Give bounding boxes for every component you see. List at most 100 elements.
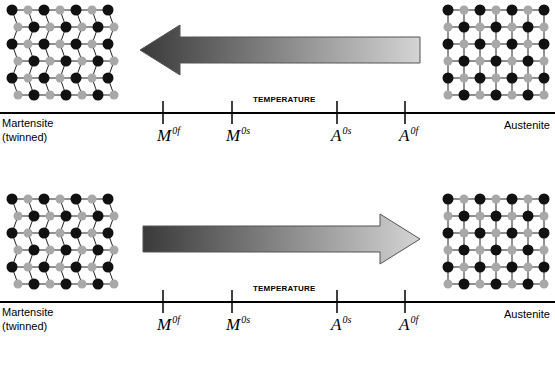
symbol-letter: A [399,126,409,145]
symbol-superscript: 0f [410,314,418,325]
atom-dark [39,73,50,84]
temperature-symbol: A0s [331,127,351,144]
atom-light [110,57,119,66]
atom-dark [93,90,104,101]
atom-light [88,263,97,272]
atom-dark [475,39,486,50]
atom-dark [539,262,550,273]
atom-dark [93,22,104,33]
atom-dark [459,211,470,222]
atom-light [524,6,533,15]
atom-light [508,57,517,66]
atom-light [524,195,533,204]
lattice-bond [12,10,114,95]
symbol-letter: M [226,126,240,145]
atom-light [88,74,97,83]
atom-dark [7,228,18,239]
atom-dark [39,262,50,273]
atom-dark [539,228,550,239]
atom-dark [507,73,518,84]
symbol-superscript: 0f [410,125,418,136]
atom-light [540,57,549,66]
symbol-letter: A [331,126,341,145]
atom-light [56,74,65,83]
atom-light [476,212,485,221]
atom-light [78,280,87,289]
symbol-superscript: 0s [241,125,250,136]
atom-dark [29,22,40,33]
transformation-arrow [143,214,420,264]
atom-light [460,229,469,238]
atom-light [110,91,119,100]
atom-dark [61,245,72,256]
atom-dark [507,39,518,50]
phase-label: Austenite [504,308,550,322]
atom-light [524,229,533,238]
atom-light [46,246,55,255]
atom-dark [507,5,518,16]
temperature-symbol: A0f [399,127,418,144]
atom-dark [7,5,18,16]
atom-light [524,263,533,272]
atom-light [56,229,65,238]
atom-light [14,91,23,100]
atom-dark [507,228,518,239]
atom-light [24,6,33,15]
atom-dark [71,73,82,84]
atom-light [508,23,517,32]
atom-light [540,280,549,289]
atom-dark [491,279,502,290]
atom-light [88,229,97,238]
atom-light [460,195,469,204]
atom-dark [459,56,470,67]
temperature-symbol: M0f [157,127,180,144]
phase-label: Austenite [504,119,550,133]
atom-light [460,6,469,15]
atom-light [444,23,453,32]
axis-tick [404,101,406,124]
temperature-symbol: M0s [226,316,250,333]
phase-label: Martensite (twinned) [2,306,72,334]
atom-dark [103,5,114,16]
atom-dark [539,39,550,50]
transformation-arrow [140,25,420,75]
atom-dark [103,73,114,84]
atom-dark [459,279,470,290]
atom-light [492,40,501,49]
symbol-letter: A [399,315,409,334]
axis-title: TEMPERATURE [253,96,316,104]
atom-dark [93,279,104,290]
atom-dark [443,73,454,84]
atom-light [24,40,33,49]
atom-dark [475,5,486,16]
atom-dark [61,22,72,33]
atom-dark [443,262,454,273]
atom-dark [443,228,454,239]
lattice-bond [448,199,544,284]
atom-light [46,280,55,289]
atom-dark [443,194,454,205]
atom-dark [71,262,82,273]
atom-dark [29,56,40,67]
atom-light [56,263,65,272]
atom-light [524,74,533,83]
atom-light [78,246,87,255]
temperature-symbol: A0f [399,316,418,333]
atom-dark [103,228,114,239]
atom-light [460,74,469,83]
atom-light [110,280,119,289]
atom-dark [7,194,18,205]
atom-light [14,23,23,32]
axis-tick [162,101,164,124]
atom-dark [523,56,534,67]
atom-dark [491,22,502,33]
atom-light [14,57,23,66]
atom-dark [103,262,114,273]
atom-light [14,212,23,221]
lattice-bond [448,10,544,95]
atom-light [444,57,453,66]
temperature-axis [0,112,555,114]
atom-light [476,23,485,32]
atom-dark [523,90,534,101]
axis-tick [231,290,233,313]
